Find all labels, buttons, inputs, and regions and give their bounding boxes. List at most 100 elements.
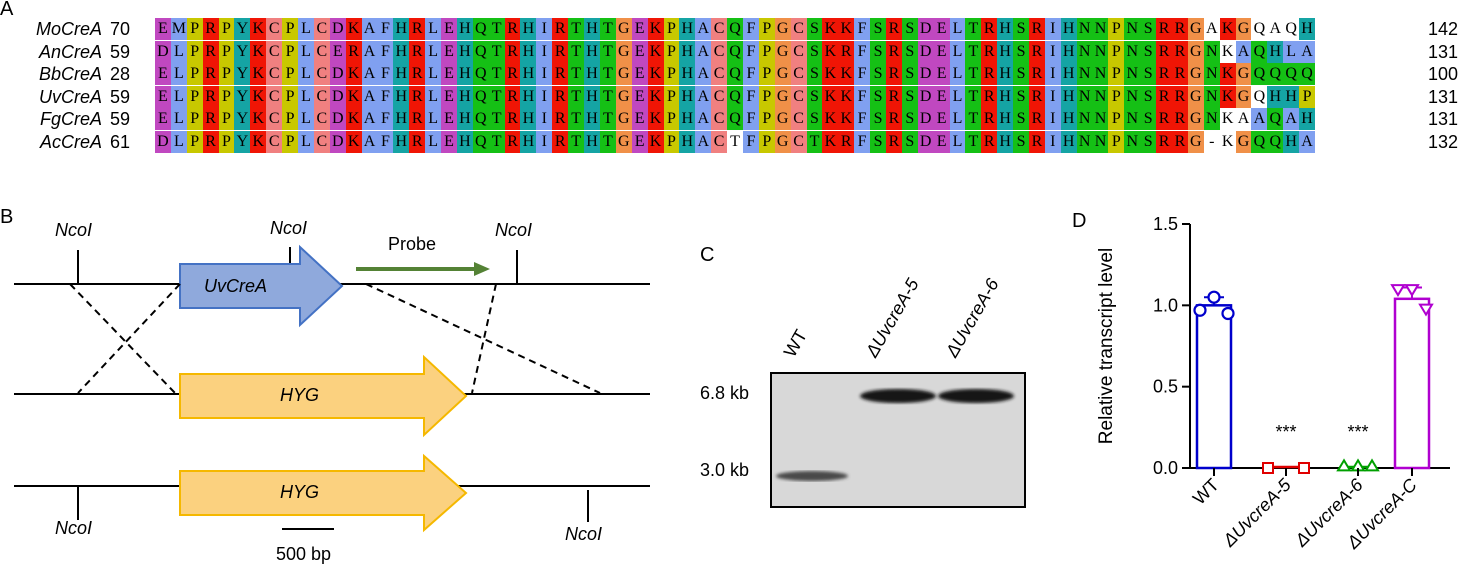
panel-d-label: D <box>1072 210 1087 232</box>
residue: G <box>615 130 632 153</box>
residue: R <box>981 63 998 85</box>
y-axis-label: Relative transcript level <box>1096 248 1117 444</box>
residue: C <box>711 108 728 130</box>
residue: Q <box>472 63 489 85</box>
residue: S <box>1140 18 1157 40</box>
residue: H <box>679 40 696 63</box>
residue: Q <box>1251 18 1268 40</box>
residue: T <box>965 40 982 63</box>
residue: R <box>202 130 219 153</box>
residue: E <box>441 63 457 85</box>
residue: T <box>568 63 585 85</box>
residue: D <box>917 108 934 130</box>
residue: S <box>870 40 886 63</box>
residue: S <box>870 63 886 85</box>
residue: A <box>361 85 378 108</box>
residue: P <box>663 130 680 153</box>
residue: C <box>790 130 807 153</box>
bar <box>1393 297 1431 470</box>
residue: I <box>1044 108 1061 130</box>
residue: L <box>298 63 314 85</box>
y-tick-label: 0.0 <box>1153 458 1178 478</box>
residue: Y <box>234 85 251 108</box>
residue: N <box>1092 18 1109 40</box>
residue: T <box>568 85 585 108</box>
residue: H <box>1060 85 1077 108</box>
residue: R <box>504 18 521 40</box>
residue: Q <box>472 130 489 153</box>
residue: G <box>615 40 632 63</box>
residue: Y <box>234 130 251 153</box>
hyg-arrow <box>179 354 468 438</box>
residue: C <box>266 108 283 130</box>
residue: H <box>1267 40 1284 63</box>
residue: K <box>1219 18 1236 40</box>
residue: P <box>282 63 299 85</box>
residue: L <box>425 63 442 85</box>
residue: P <box>663 63 680 85</box>
residue: R <box>409 63 426 85</box>
residue: F <box>377 130 394 153</box>
residue: S <box>1013 85 1029 108</box>
residue: E <box>631 108 648 130</box>
residue: - <box>1203 130 1220 153</box>
residue: H <box>1283 85 1300 108</box>
residue: H <box>520 18 537 40</box>
ncoi-label: NcoI <box>55 518 93 538</box>
residue: H <box>520 130 537 153</box>
residue: K <box>647 130 664 153</box>
residue: K <box>345 108 362 130</box>
residue: H <box>584 130 600 153</box>
residue: I <box>1044 63 1061 85</box>
residue: I <box>1044 40 1061 63</box>
residue: L <box>170 85 187 108</box>
residue: D <box>917 18 934 40</box>
uvcrea-arrow <box>179 244 344 328</box>
residue: C <box>266 63 283 85</box>
sequence-start: 59 <box>110 86 131 107</box>
residue: P <box>186 130 203 153</box>
residue: L <box>298 108 314 130</box>
residue: P <box>758 40 775 63</box>
data-point <box>1298 462 1310 474</box>
residue: K <box>250 130 267 153</box>
residue: G <box>1187 130 1204 153</box>
residue: C <box>790 85 807 108</box>
residue: K <box>822 18 839 40</box>
residue: R <box>885 108 902 130</box>
residue: L <box>949 18 966 40</box>
residue: L <box>170 40 187 63</box>
residue: T <box>488 108 505 130</box>
residue: S <box>870 130 886 153</box>
residue: G <box>774 108 791 130</box>
panel-c-label: C <box>700 244 715 266</box>
residue: K <box>1219 108 1236 130</box>
residue: Q <box>1251 63 1268 85</box>
residue: F <box>854 40 871 63</box>
residue: R <box>1028 130 1045 153</box>
residue: N <box>1092 63 1109 85</box>
residue: T <box>965 130 982 153</box>
residue: D <box>917 130 934 153</box>
residue: T <box>965 63 982 85</box>
residue: R <box>981 130 998 153</box>
residue: P <box>663 40 680 63</box>
residue: A <box>695 108 712 130</box>
residue: R <box>885 18 902 40</box>
residue: P <box>1108 18 1125 40</box>
residue: R <box>1028 85 1045 108</box>
residue: D <box>917 63 934 85</box>
residue: K <box>647 108 664 130</box>
residue: H <box>997 63 1014 85</box>
residue: E <box>441 18 457 40</box>
residue: N <box>1203 108 1220 130</box>
sequence-start: 28 <box>110 64 131 84</box>
residue: K <box>345 130 362 153</box>
residue: C <box>266 85 283 108</box>
residue: G <box>1235 130 1252 153</box>
residue: K <box>250 18 267 40</box>
residue: H <box>456 63 473 85</box>
residue: K <box>1219 40 1236 63</box>
ncoi-label: NcoI <box>495 220 533 240</box>
residue: R <box>409 108 426 130</box>
